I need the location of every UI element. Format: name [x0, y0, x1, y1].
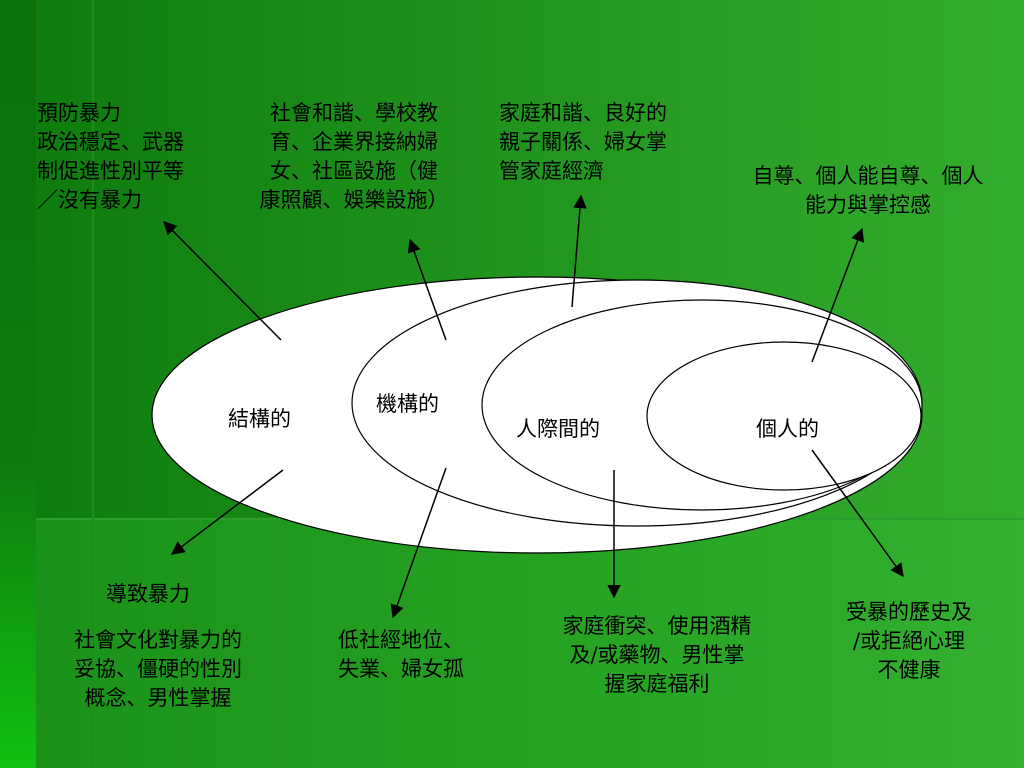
background-lower-band [36, 518, 1024, 768]
arrow-institutional-up [407, 238, 447, 341]
arrow-institutional-down [390, 467, 447, 619]
individual-label: 個人的 [756, 417, 819, 441]
institutional-label: 機構的 [376, 392, 439, 416]
risk-structural-title: 導致暴力 [106, 582, 190, 606]
protective-individual-text: 自尊、個人能自尊、個人 能力與掌控感 [752, 164, 984, 217]
individual-ellipse [646, 341, 922, 491]
risk-institutional-text: 低社經地位、 失業、婦女孤 [338, 628, 464, 681]
risk-individual-text: 受暴的歷史及 /或拒絕心理 不健康 [846, 600, 972, 682]
protective-institutional-text: 社會和諧、學校教 育、企業界接納婦 女、社區設施（健 康照顧、娛樂設施） [259, 101, 449, 212]
arrow-individual-down [811, 449, 904, 578]
structural-label: 結構的 [228, 407, 291, 431]
protective-structural-text: 預防暴力 政治穩定、武器 制促進性別平等 ／沒有暴力 [37, 101, 184, 212]
risk-interpersonal-text: 家庭衝突、使用酒精 及/或藥物、男性掌 握家庭福利 [562, 614, 752, 696]
risk-structural-text: 社會文化對暴力的 妥協、僵硬的性別 概念、男性掌握 [74, 628, 242, 710]
arrow-structural-down [170, 469, 284, 555]
protective-interpersonal-text: 家庭和諧、良好的 親子關係、婦女掌 管家庭經濟 [499, 101, 667, 183]
arrow-interpersonal-up [571, 194, 587, 308]
background-divider-vertical [92, 0, 94, 768]
background-left-band [0, 0, 36, 768]
interpersonal-label: 人際間的 [516, 417, 600, 441]
arrow-individual-up [811, 227, 865, 363]
arrow-structural-up [163, 221, 282, 341]
